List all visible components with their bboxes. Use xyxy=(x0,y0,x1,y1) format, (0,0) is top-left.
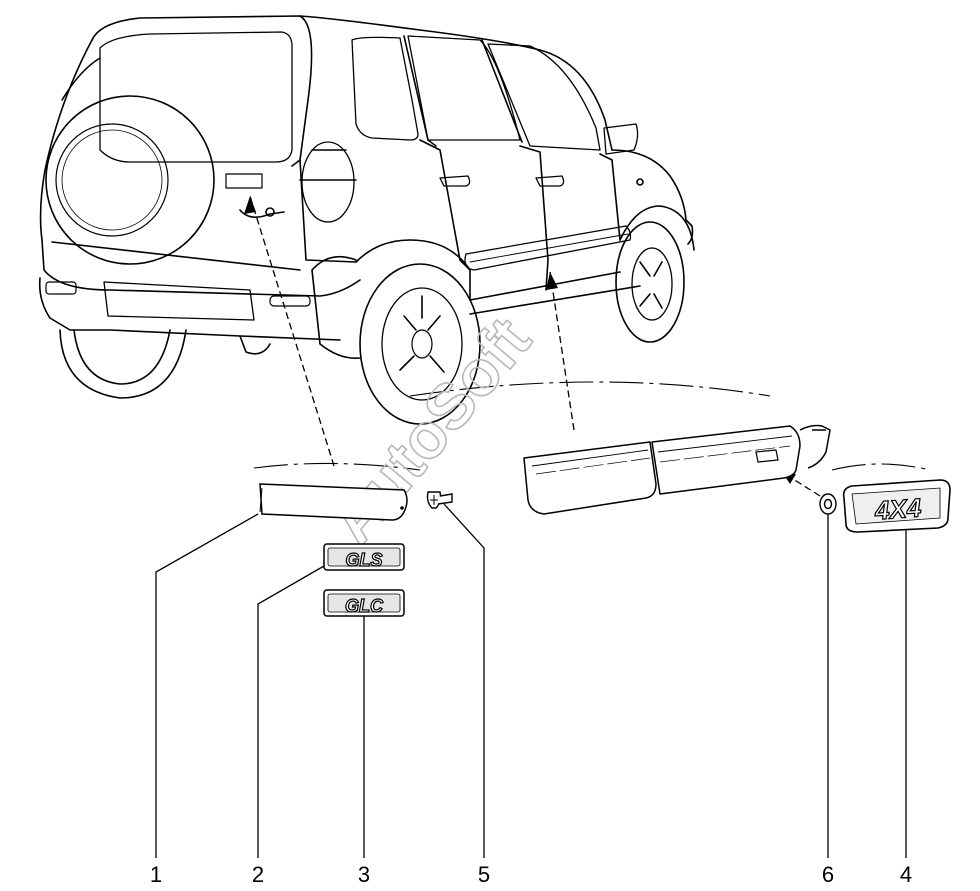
part-6-clip xyxy=(819,493,837,515)
arrowhead-tailgate xyxy=(244,196,256,214)
side-moulding-part xyxy=(523,424,831,515)
part-1-rear-plate xyxy=(259,483,408,521)
4x4-badge-text: 4X4 xyxy=(873,492,923,525)
callout-3: 3 xyxy=(358,862,370,887)
callout-6: 6 xyxy=(822,862,834,887)
callout-2: 2 xyxy=(252,862,264,887)
glc-badge-text: GLC xyxy=(345,596,384,616)
part-3-glc-badge: GLC xyxy=(323,589,405,617)
part-2-gls-badge: GLS xyxy=(323,543,405,571)
leader-lines xyxy=(155,503,907,858)
arrow-to-tailgate xyxy=(249,195,335,467)
callout-1: 1 xyxy=(150,862,162,887)
vehicle-drawing xyxy=(38,15,695,425)
callout-numbers: 1 2 3 5 6 4 xyxy=(150,862,912,887)
watermark-text: AutoSoft xyxy=(316,304,545,557)
leader-2 xyxy=(257,565,325,858)
leader-5 xyxy=(443,503,485,858)
callout-5: 5 xyxy=(478,862,490,887)
gls-badge-text: GLS xyxy=(345,550,382,570)
arrowhead-side-moulding xyxy=(546,272,558,290)
part-4-4x4-badge: 4X4 xyxy=(842,479,951,533)
leader-1 xyxy=(155,513,259,858)
callout-4: 4 xyxy=(900,862,912,887)
arrow-to-side-moulding xyxy=(549,271,575,431)
part-5-screw xyxy=(426,491,453,509)
